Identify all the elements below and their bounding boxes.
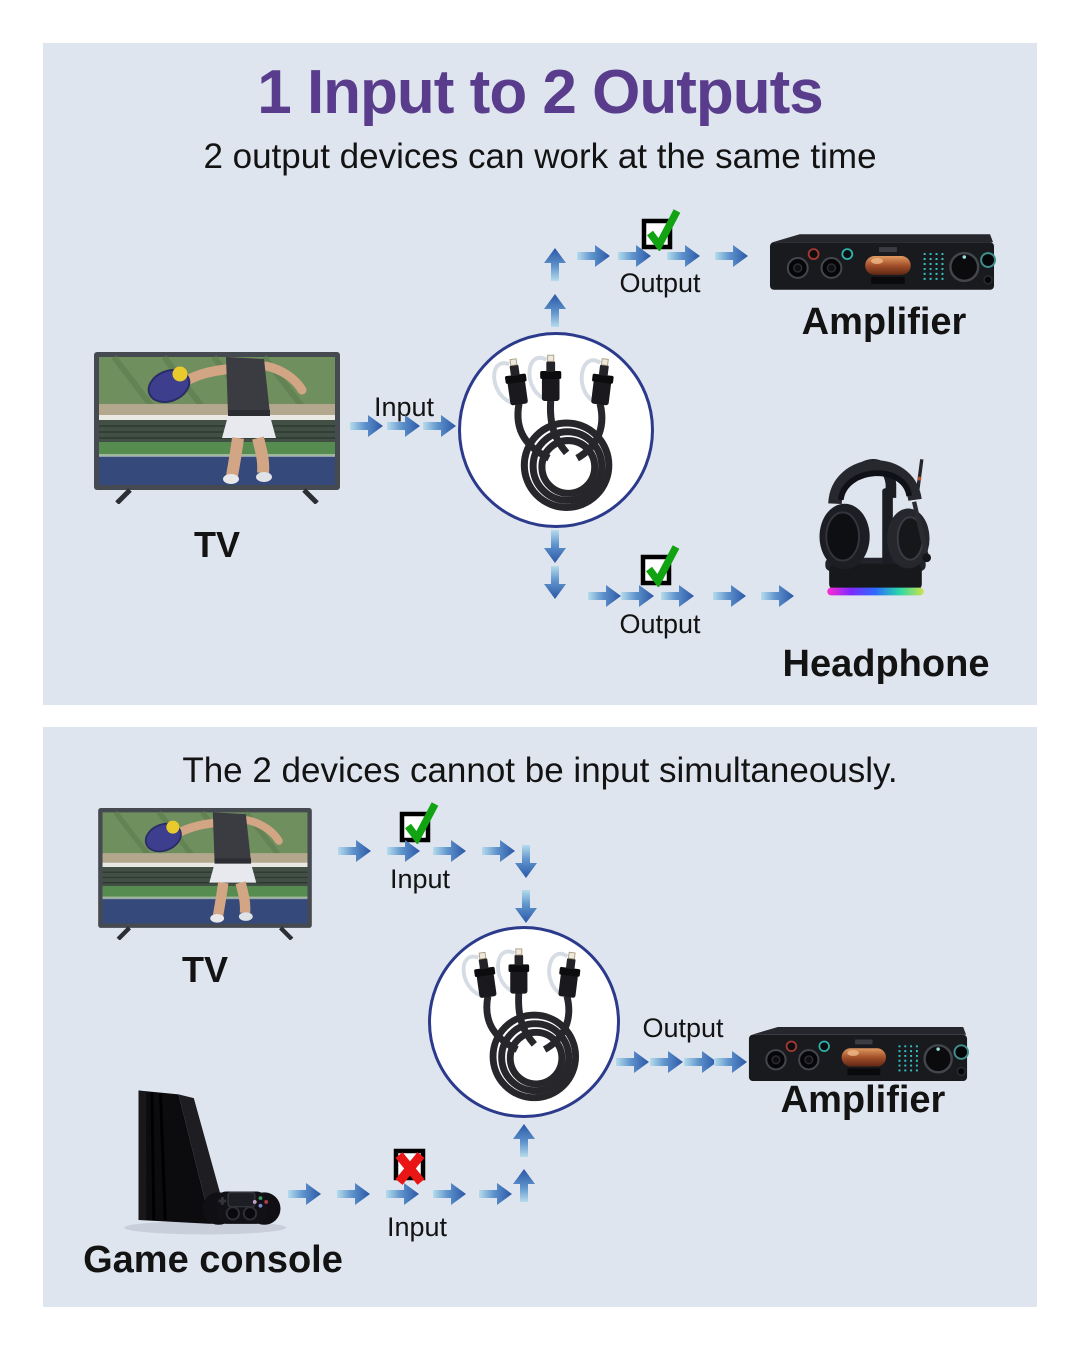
section-one-split-output: 1 Input to 2 Outputs 2 output devices ca… <box>43 43 1037 705</box>
arrow-right-icon <box>479 1183 512 1205</box>
arrow-right-icon <box>713 585 746 607</box>
arrow-right-icon <box>482 840 515 862</box>
arrow-down-icon <box>515 890 537 923</box>
arrow-down-icon <box>544 566 566 599</box>
arrow-right-icon <box>577 245 610 267</box>
check-icon <box>396 796 440 844</box>
section-two-title: The 2 devices cannot be input simultaneo… <box>182 751 898 790</box>
arrow-right-icon <box>433 1183 466 1205</box>
arrow-right-icon <box>387 415 420 437</box>
check-icon <box>638 203 682 251</box>
game-console-label: Game console <box>83 1239 343 1281</box>
cross-icon <box>388 1144 432 1186</box>
arrow-up-icon <box>513 1169 535 1202</box>
cable-circle <box>428 926 620 1118</box>
output-label: Output <box>642 1013 724 1043</box>
arrow-right-icon <box>387 840 420 862</box>
tv-label: TV <box>181 949 228 990</box>
game-console-image <box>122 1089 288 1236</box>
arrow-right-icon <box>761 585 794 607</box>
input-label: Input <box>386 1212 448 1242</box>
section-two-single-input: The 2 devices cannot be input simultaneo… <box>43 727 1037 1307</box>
arrow-right-icon <box>338 840 371 862</box>
arrow-right-icon <box>337 1183 370 1205</box>
tv-label: TV <box>193 524 240 565</box>
arrow-right-icon <box>433 840 466 862</box>
tv-image <box>94 352 340 504</box>
arrow-right-icon <box>588 585 621 607</box>
arrow-right-icon <box>650 1051 683 1073</box>
check-icon <box>637 539 681 587</box>
arrow-right-icon <box>715 245 748 267</box>
output-label: Output <box>619 609 701 639</box>
output-label: Output <box>619 268 701 298</box>
arrow-right-icon <box>684 1051 717 1073</box>
arrow-down-icon <box>544 530 566 563</box>
arrow-right-icon <box>350 415 383 437</box>
headphone-label: Headphone <box>782 643 990 685</box>
arrow-right-icon <box>386 1183 419 1205</box>
amplifier-image <box>768 233 996 291</box>
cable-circle <box>458 332 654 528</box>
tv-image <box>98 808 312 940</box>
page-title: 1 Input to 2 Outputs <box>257 58 824 127</box>
arrow-right-icon <box>423 415 456 437</box>
input-label: Input <box>389 864 451 894</box>
amplifier-label: Amplifier <box>780 1079 946 1121</box>
page-subtitle: 2 output devices can work at the same ti… <box>203 137 877 176</box>
headphone-image <box>800 440 950 606</box>
arrow-up-icon <box>513 1124 535 1157</box>
amplifier-image <box>747 1025 969 1083</box>
arrow-right-icon <box>616 1051 649 1073</box>
arrow-right-icon <box>288 1183 321 1205</box>
arrow-down-icon <box>515 845 537 878</box>
amplifier-label: Amplifier <box>801 301 967 343</box>
optical-splitter-cable-image <box>468 342 644 518</box>
input-label: Input <box>373 392 435 422</box>
arrow-right-icon <box>714 1051 747 1073</box>
